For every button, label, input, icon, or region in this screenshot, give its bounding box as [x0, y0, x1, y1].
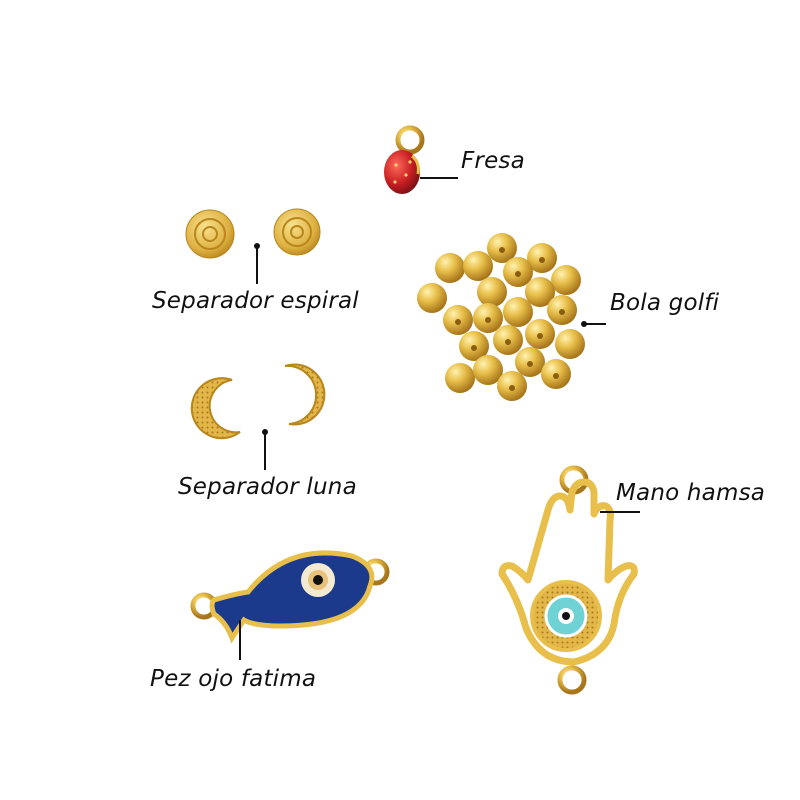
label-pez-ojo-fatima: Pez ojo fatima [150, 666, 317, 692]
label-fresa: Fresa [461, 148, 525, 174]
label-separador-luna: Separador luna [178, 474, 357, 500]
hamsa-hand-charm [498, 465, 638, 695]
fish-evil-eye-charm [190, 550, 390, 644]
strawberry-charm [384, 125, 425, 194]
spiral-spacer-charm [185, 208, 321, 259]
label-separador-espiral: Separador espiral [152, 288, 359, 314]
golf-ball-beads-cluster [417, 233, 585, 401]
label-mano-hamsa: Mano hamsa [616, 480, 766, 506]
label-bola-golfi: Bola golfi [610, 290, 720, 316]
moon-spacer-charm [190, 363, 326, 440]
